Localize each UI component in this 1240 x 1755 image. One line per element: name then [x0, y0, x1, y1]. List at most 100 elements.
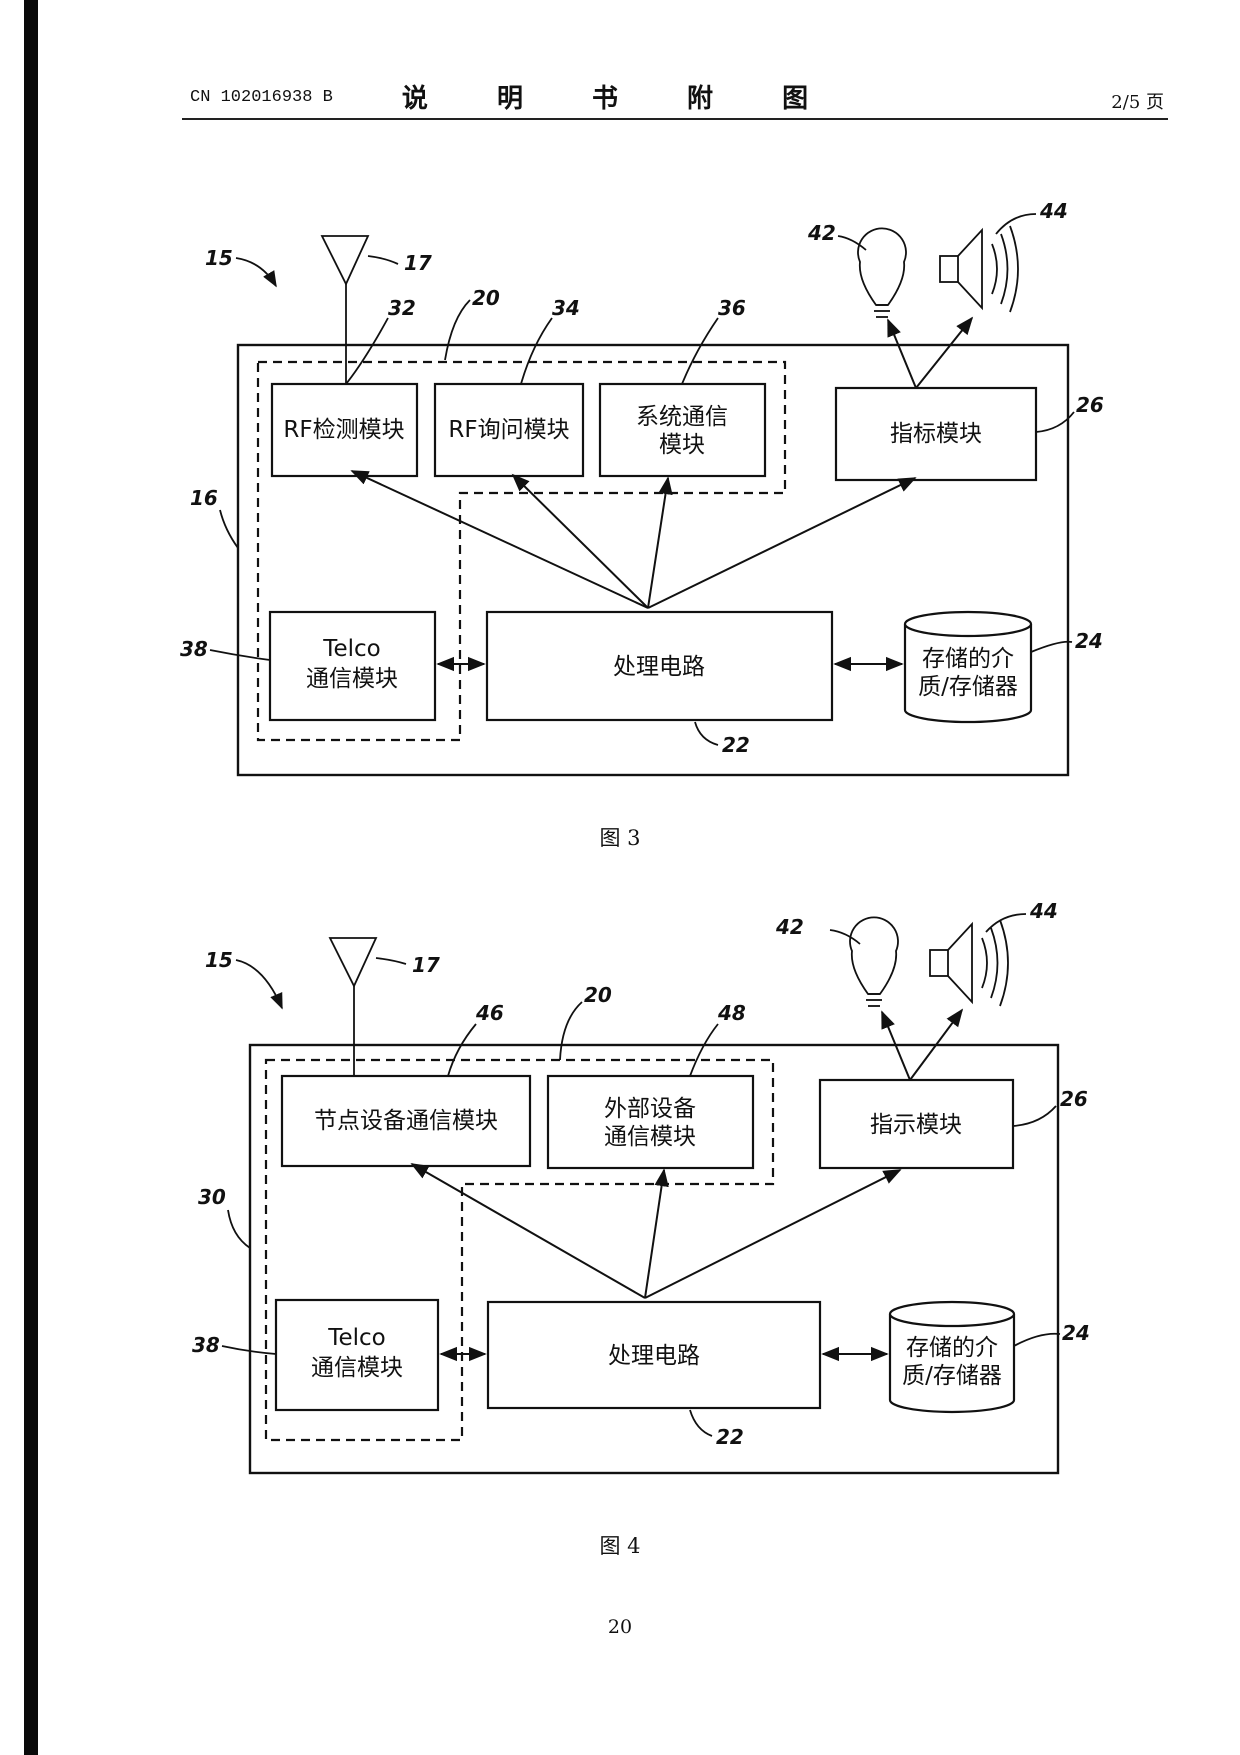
figure-3-diagram: RF检测模块 RF询问模块 系统通信 模块 指标模块 Telco 通信模块 处理…	[180, 199, 1104, 777]
indicator-module	[834, 386, 1038, 482]
ref-telco: 38	[180, 637, 208, 661]
ref-indicator: 26	[1076, 393, 1104, 417]
arrow-to-external-device-comm	[644, 1168, 669, 1299]
ref-bulb: 42	[775, 915, 804, 939]
telco-label-2: 通信模块	[306, 666, 398, 692]
lightbulb-icon	[849, 916, 899, 1007]
storage-label-2: 质/存储器	[918, 674, 1018, 700]
leader-30	[227, 1209, 251, 1249]
leader-24	[1013, 1332, 1061, 1347]
ref-device: 15	[205, 948, 233, 972]
rf-query-module	[433, 382, 585, 478]
ref-processing: 22	[716, 1425, 744, 1449]
leader-26	[1035, 411, 1075, 433]
scan-edge-bar	[24, 0, 38, 1755]
telco-label-2: 通信模块	[311, 1355, 403, 1381]
processing-circuit	[485, 610, 834, 722]
ref-processing: 22	[722, 733, 750, 757]
leader-36	[681, 317, 719, 385]
leader-22	[689, 1409, 713, 1437]
leader-44	[995, 213, 1037, 235]
leader-42	[837, 235, 867, 251]
arrow-to-indicator	[644, 1169, 902, 1299]
leader-34	[520, 317, 553, 385]
rf-detect-module	[270, 382, 419, 478]
antenna-icon	[328, 937, 378, 1076]
telco-label-1: Telco	[322, 636, 380, 662]
indicator-module	[818, 1078, 1015, 1170]
arrow-to-system-comm	[647, 476, 673, 609]
page-title: 说 明 书 附 图	[401, 84, 839, 114]
ref-dashed-group: 20	[584, 983, 612, 1007]
ref-indicator: 26	[1060, 1087, 1088, 1111]
processing-label: 处理电路	[608, 1343, 700, 1369]
speaker-icon	[939, 225, 1019, 313]
ref-dashed-group: 20	[472, 286, 500, 310]
ref-speaker: 44	[1039, 199, 1068, 223]
leader-48	[689, 1023, 719, 1077]
leader-17	[375, 957, 407, 965]
storage-label-2: 质/存储器	[902, 1363, 1002, 1389]
ref-rf-query: 34	[552, 296, 580, 320]
ref-telco: 38	[192, 1333, 220, 1357]
leader-20	[559, 1001, 583, 1061]
rf-query-label: RF询问模块	[448, 417, 569, 443]
speaker-icon	[929, 919, 1009, 1007]
arrow-to-bulb	[881, 1010, 911, 1081]
device-frame	[248, 1043, 1060, 1475]
ref-bulb: 42	[807, 221, 836, 245]
leader-38	[209, 649, 271, 661]
node-device-comm-module	[280, 1074, 532, 1168]
telco-module	[268, 610, 437, 722]
external-device-comm-label-1: 外部设备	[604, 1096, 696, 1122]
leader-17	[367, 255, 399, 265]
figure-4-diagram: 节点设备通信模块 外部设备 通信模块 指示模块 Telco 通信模块 处理电路 …	[192, 899, 1090, 1475]
ref-rf-detect: 32	[388, 296, 416, 320]
external-device-comm-label-2: 通信模块	[604, 1124, 696, 1150]
ref-antenna: 17	[412, 953, 440, 977]
arrow-to-speaker	[909, 1008, 964, 1081]
ref-speaker: 44	[1029, 899, 1058, 923]
telco-module	[274, 1298, 440, 1412]
storage-cylinder	[903, 610, 1033, 724]
leader-26	[1012, 1105, 1057, 1127]
system-comm-label-2: 模块	[659, 432, 705, 458]
external-device-comm-module	[546, 1074, 755, 1170]
storage-label-1: 存储的介	[906, 1335, 998, 1361]
indicator-label: 指标模块	[890, 421, 982, 447]
arrow-to-node-device-comm	[410, 1163, 646, 1299]
leader-22	[694, 721, 719, 746]
page-number: 20	[607, 1616, 633, 1638]
processing-label: 处理电路	[613, 654, 705, 680]
leader-38	[221, 1345, 277, 1355]
figure-4-caption: 图 4	[599, 1534, 641, 1558]
arrow-to-speaker	[915, 316, 974, 389]
ref-storage: 24	[1075, 629, 1103, 653]
ref-external-device-comm: 48	[717, 1001, 746, 1025]
header-rule	[182, 118, 1168, 120]
ref-antenna: 17	[404, 251, 432, 275]
dashed-group-outline	[256, 360, 787, 742]
arrow-to-bulb	[887, 318, 917, 389]
leader-15	[235, 959, 283, 1010]
system-comm-module	[598, 382, 767, 478]
lightbulb-icon	[857, 227, 907, 318]
page-of: 2/5 页	[1111, 92, 1164, 113]
system-comm-label-1: 系统通信	[636, 404, 728, 430]
storage-label-1: 存储的介	[922, 646, 1014, 672]
antenna-icon	[320, 235, 370, 384]
patent-number: CN 102016938 B	[190, 88, 333, 107]
node-device-comm-label: 节点设备通信模块	[314, 1108, 498, 1134]
telco-label-1: Telco	[327, 1325, 385, 1351]
figure-3-caption: 图 3	[599, 826, 641, 850]
ref-frame: 30	[198, 1185, 226, 1209]
leader-24	[1030, 640, 1073, 653]
ref-system-comm: 36	[718, 296, 746, 320]
leader-20	[444, 299, 471, 361]
leader-44	[985, 913, 1027, 933]
arrow-to-indicator	[647, 477, 917, 609]
leader-46	[447, 1023, 477, 1077]
indicator-label: 指示模块	[870, 1112, 962, 1138]
leader-16	[219, 509, 239, 549]
storage-cylinder	[888, 1300, 1016, 1414]
